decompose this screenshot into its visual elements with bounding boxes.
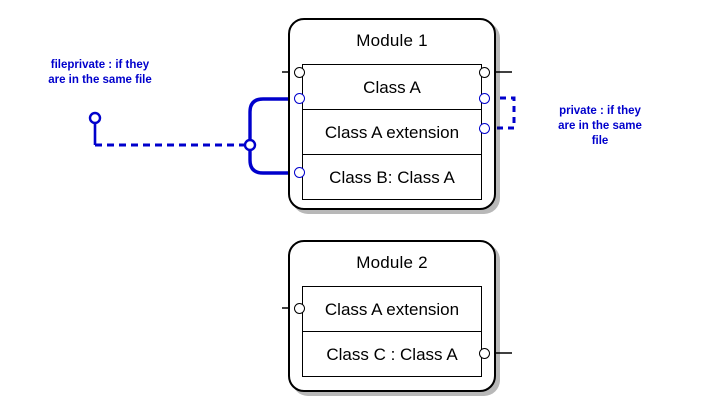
port-m2-right-classc[interactable] — [479, 348, 490, 359]
connector-left-branch-down — [248, 148, 299, 175]
connector-right-bracket — [489, 96, 516, 130]
module-2-row-class-a-extension[interactable]: Class A extension — [303, 287, 481, 332]
module-2-class-table: Class A extension Class C : Class A — [302, 286, 482, 377]
connector-source-marker-icon — [88, 111, 102, 125]
module-1-row-class-b[interactable]: Class B: Class A — [303, 155, 481, 200]
note-fileprivate-label: fileprivate : if they are in the same fi… — [48, 59, 152, 86]
port-m2-left-extension[interactable] — [294, 303, 305, 314]
module-box-2[interactable]: Module 2 Class A extension Class C : Cla… — [288, 240, 496, 392]
port-m1-right-classa-top[interactable] — [479, 67, 490, 78]
module-1-row-class-a[interactable]: Class A — [303, 65, 481, 110]
module-2-title: Module 2 — [356, 253, 428, 272]
note-private-label: private : if they are in the same file — [558, 105, 642, 147]
module-1-row-class-a-extension[interactable]: Class A extension — [303, 110, 481, 155]
port-m1-left-classb[interactable] — [294, 167, 305, 178]
port-m1-left-classa[interactable] — [294, 93, 305, 104]
port-m1-right-classa[interactable] — [479, 93, 490, 104]
connector-left-branch-up — [248, 97, 299, 142]
port-m1-right-extension[interactable] — [479, 123, 490, 134]
port-m1-left-classa-top[interactable] — [294, 67, 305, 78]
module-1-title: Module 1 — [356, 31, 428, 50]
connector-junction-marker-icon — [243, 138, 257, 152]
module-1-class-table: Class A Class A extension Class B: Class… — [302, 64, 482, 200]
module-2-row-class-c[interactable]: Class C : Class A — [303, 332, 481, 377]
module-box-1[interactable]: Module 1 Class A Class A extension Class… — [288, 18, 496, 210]
